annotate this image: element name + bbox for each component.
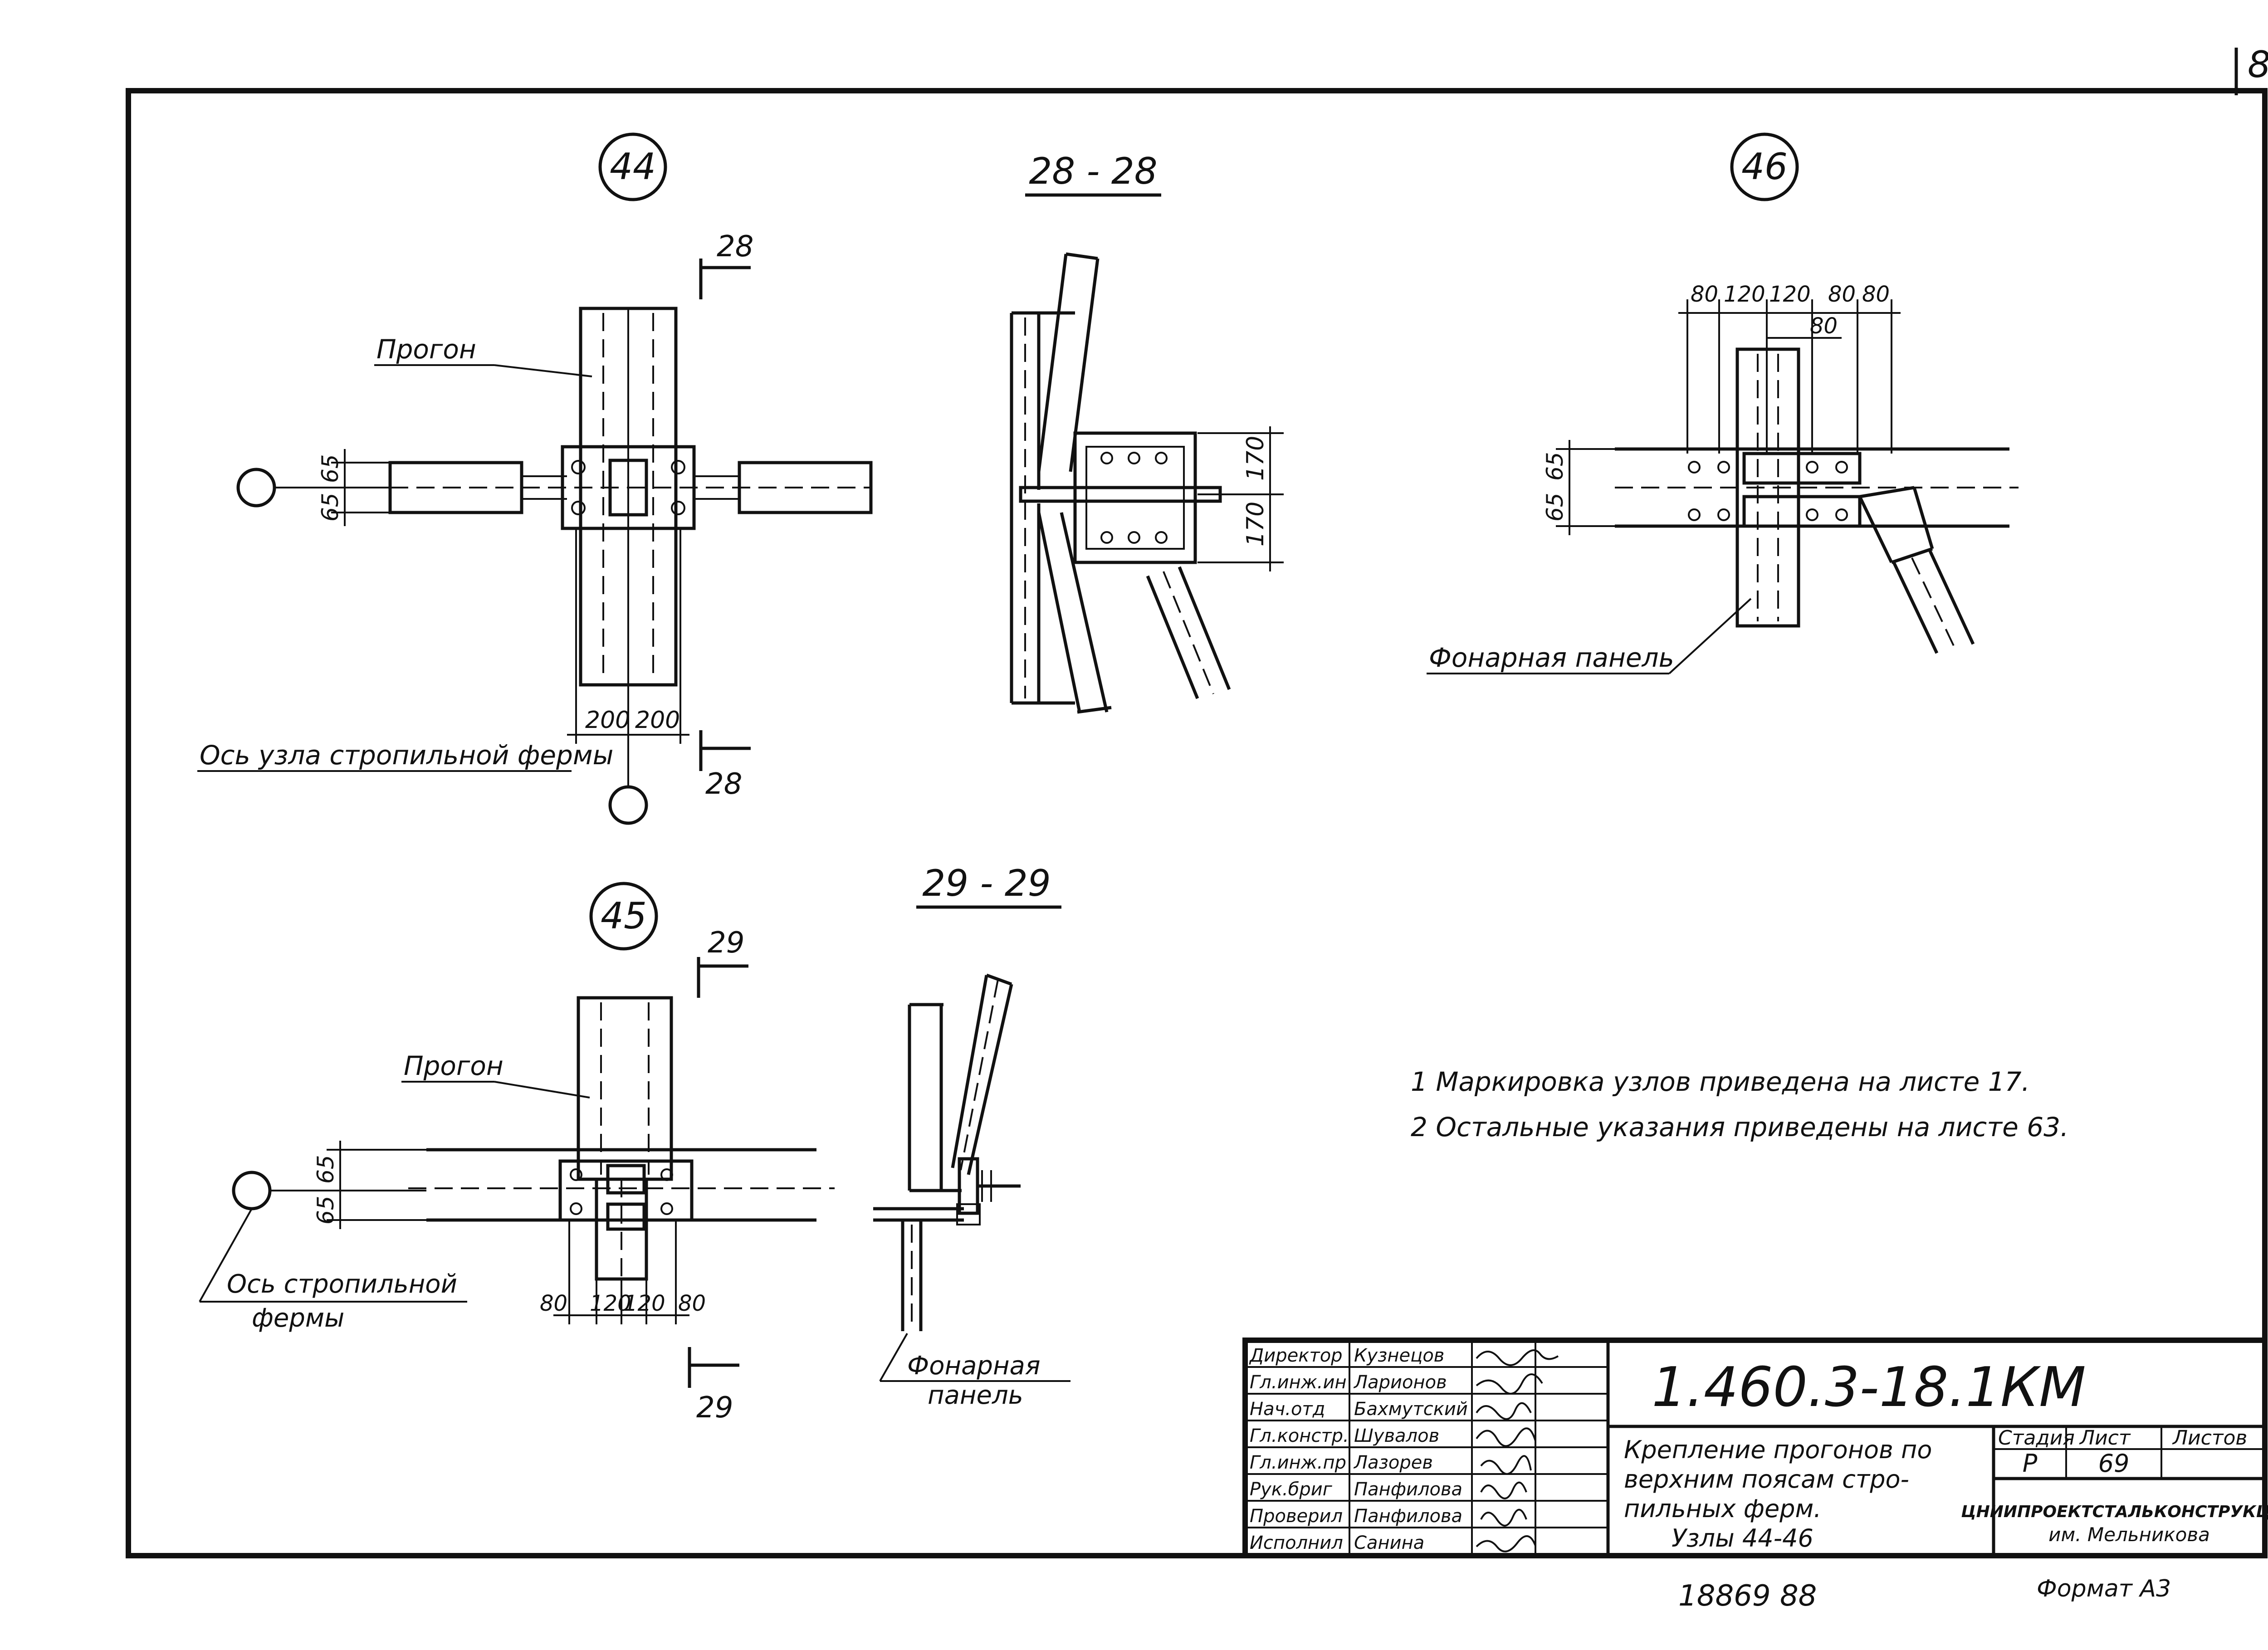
title-line-2: верхним поясам стро- <box>1624 1465 1909 1494</box>
name-6: Панфилова <box>1354 1479 1462 1500</box>
sheets-label: Листов <box>2172 1426 2247 1450</box>
note-1: 1 Маркировка узлов приведена на листе 17… <box>1411 1066 2030 1097</box>
node-44-marker <box>598 132 667 201</box>
org-name: ЦНИИПРОЕКТСТАЛЬКОНСТРУКЦИЯ <box>1961 1503 2268 1521</box>
org-subname: им. Мельникова <box>2048 1523 2210 1546</box>
stage-value: Р <box>2023 1449 2038 1478</box>
dim-45-bottom-3: 120 <box>624 1291 665 1316</box>
section-mark-28-bottom: 28 <box>705 767 742 801</box>
node-46-label: 46 <box>1741 146 1788 188</box>
section-29-29: 29 - 29 Фонарная панель <box>873 862 1070 1410</box>
section-28-28: 28 - 28 170 <box>1010 150 1284 714</box>
dim-45-left-2: 65 <box>313 1196 339 1225</box>
dim-45-left-1: 65 <box>313 1155 339 1184</box>
node-44-axis-label: Ось узла стропильной фермы <box>200 740 613 771</box>
section-28-28-title: 28 - 28 <box>1029 150 1157 192</box>
title-line-1: Крепление прогонов по <box>1624 1435 1932 1464</box>
archive-number: 18869 88 <box>1678 1579 1817 1613</box>
note-2: 2 Остальные указания приведены на листе … <box>1411 1112 2068 1142</box>
general-notes: 1 Маркировка узлов приведена на листе 17… <box>1411 1066 2068 1142</box>
dim-44-left-1: 65 <box>317 454 343 483</box>
dim-2828-1: 170 <box>1242 436 1269 481</box>
purlin-45 <box>577 996 673 1181</box>
dim-45-bottom-1: 80 <box>540 1291 567 1316</box>
section-mark-29-top: 29 <box>708 926 744 960</box>
section-mark-28-top: 28 <box>717 230 753 264</box>
signatures <box>1476 1349 1559 1552</box>
page-number: 87 <box>2248 44 2268 86</box>
node-45-marker <box>589 882 658 951</box>
node-45-label: 45 <box>601 895 647 937</box>
role-1: Директор <box>1249 1345 1343 1366</box>
dim-46-top-1: 80 <box>1691 282 1718 307</box>
axis-circle-44-left <box>236 468 276 508</box>
role-5: Гл.инж.пр <box>1250 1452 1346 1473</box>
axis-circle-44-bottom <box>608 785 648 825</box>
doc-code: 1.460.3-18.1КМ <box>1652 1356 2086 1419</box>
format-label: Формат А3 <box>2037 1575 2171 1602</box>
node-45-axis-label-2: фермы <box>252 1303 344 1333</box>
dim-46-top-2: 120 <box>1724 282 1765 307</box>
role-6: Рук.бриг <box>1250 1479 1333 1500</box>
dim-46-top-4: 80 <box>1828 282 1856 307</box>
dim-46-top-3: 120 <box>1769 282 1811 307</box>
node-45-axis-label-1: Ось стропильной <box>227 1269 457 1299</box>
node-44-purlin-label: Прогон <box>376 334 476 365</box>
dim-44-bottom-1: 200 <box>585 707 630 734</box>
dim-44-bottom-2: 200 <box>635 707 680 734</box>
dim-46-left-2: 65 <box>1542 493 1568 522</box>
dim-2828-2: 170 <box>1242 502 1269 547</box>
drawing-frame <box>126 88 2268 1558</box>
section-mark-29-bottom: 29 <box>696 1391 733 1425</box>
section-29-29-title: 29 - 29 <box>922 862 1051 904</box>
name-3: Бахмутский <box>1354 1399 1468 1420</box>
name-1: Кузнецов <box>1354 1345 1444 1366</box>
axis-circle-45-left <box>232 1171 272 1211</box>
title-line-3: пильных ферм. <box>1624 1494 1821 1523</box>
node-44-label: 44 <box>610 146 656 188</box>
node-45: 45 29 65 65 <box>199 882 835 1425</box>
name-4: Шувалов <box>1354 1425 1439 1446</box>
dim-45-bottom-2: 120 <box>590 1291 631 1316</box>
node-44: 44 28 65 65 <box>197 132 873 825</box>
node-46: 46 80 120 120 80 80 80 <box>1427 132 2019 674</box>
node-46-panel-label: Фонарная панель <box>1429 642 1674 673</box>
dim-44-left-2: 65 <box>317 493 343 522</box>
role-4: Гл.констр. <box>1250 1425 1349 1446</box>
stage-label: Стадия <box>1998 1426 2075 1450</box>
name-7: Панфилова <box>1354 1506 1462 1527</box>
title-line-4: Узлы 44-46 <box>1672 1524 1813 1552</box>
dim-45-bottom-4: 80 <box>678 1291 706 1316</box>
sheet-value: 69 <box>2098 1449 2130 1478</box>
section-29-29-panel-label-1: Фонарная <box>907 1351 1041 1381</box>
dim-46-mid: 80 <box>1810 313 1838 339</box>
node-45-purlin-label: Прогон <box>404 1050 503 1081</box>
role-7: Проверил <box>1250 1506 1343 1527</box>
dim-46-left-1: 65 <box>1542 452 1568 481</box>
role-3: Нач.отд <box>1250 1399 1325 1420</box>
name-8: Санина <box>1354 1533 1424 1553</box>
node-46-marker <box>1730 132 1799 201</box>
name-2: Ларионов <box>1353 1372 1447 1393</box>
dim-46-top-5: 80 <box>1862 282 1890 307</box>
name-5: Лазорев <box>1353 1452 1433 1473</box>
section-29-29-panel-label-2: панель <box>928 1381 1023 1410</box>
title-block: Директор Гл.инж.ин Нач.отд Гл.констр. Гл… <box>1242 1338 2268 1558</box>
sheet-label: Лист <box>2079 1426 2131 1450</box>
role-8: Исполнил <box>1250 1533 1343 1553</box>
role-2: Гл.инж.ин <box>1250 1372 1347 1393</box>
